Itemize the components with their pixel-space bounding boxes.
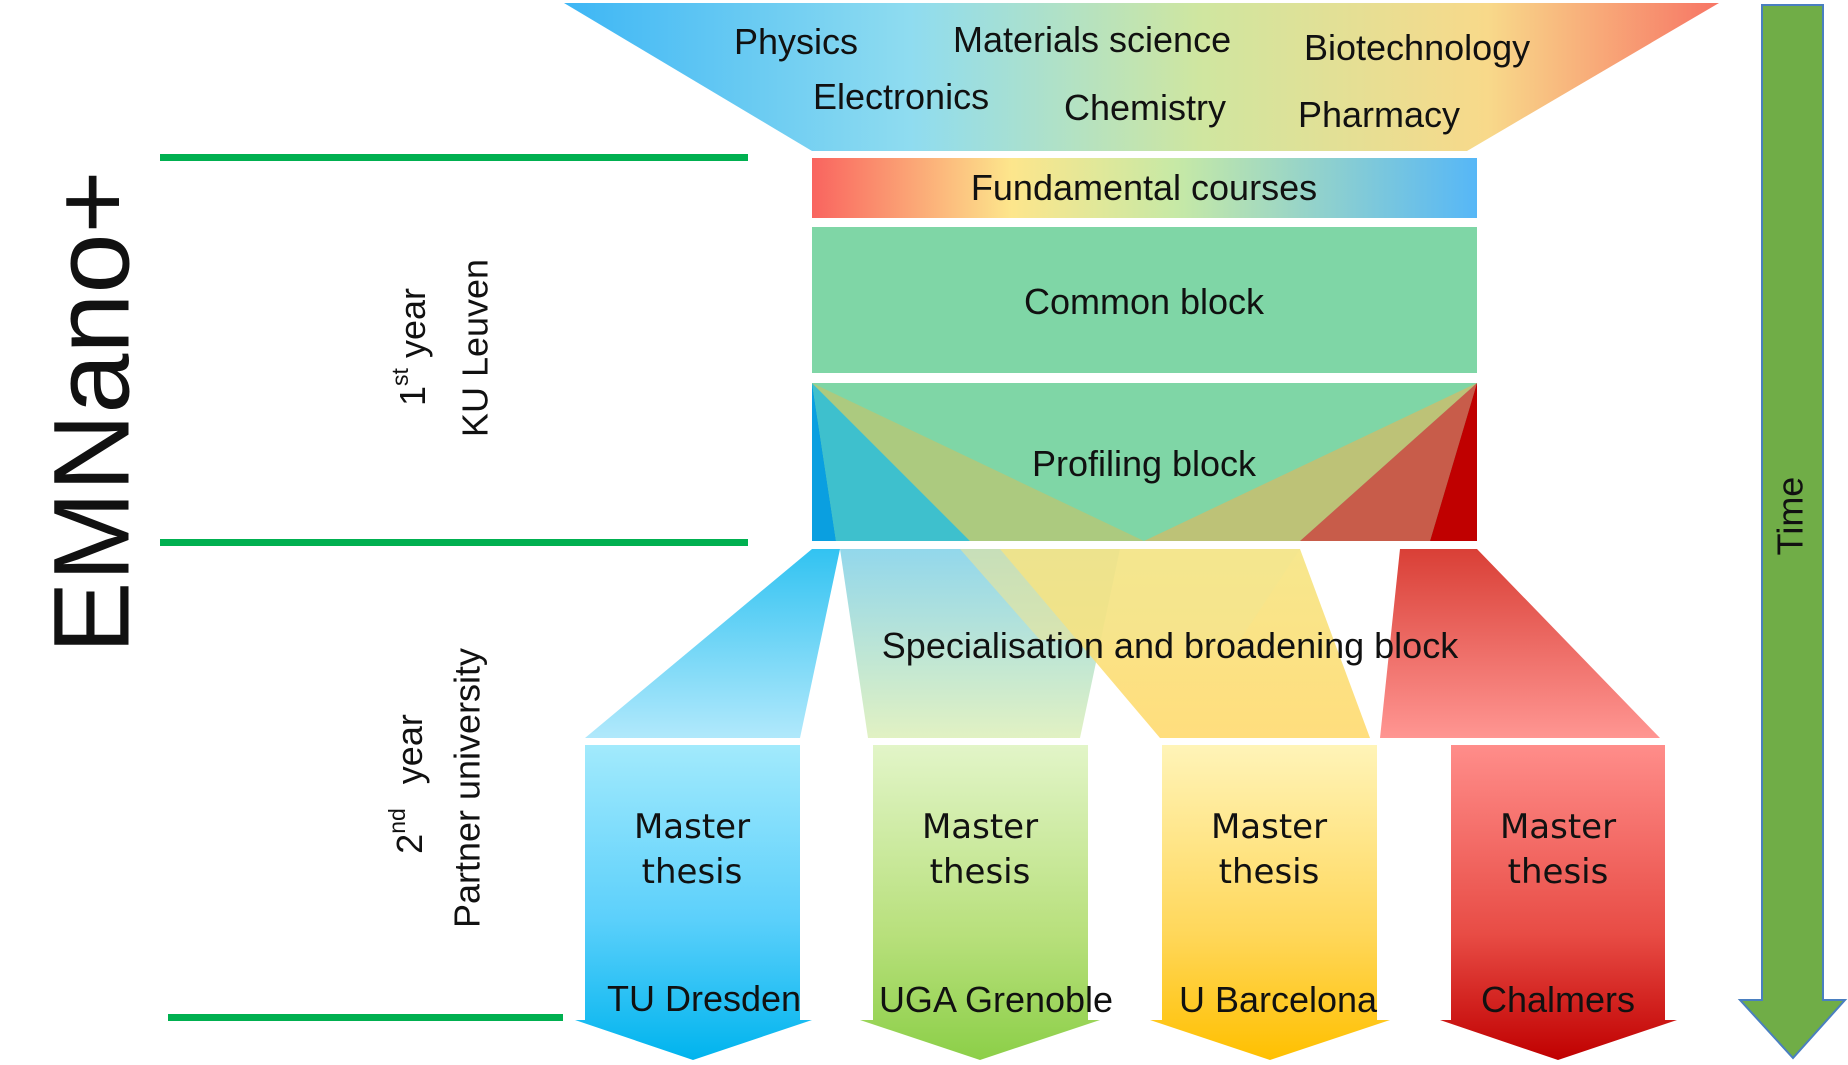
thesis-arrow-tu-dresden: Master thesis — [575, 745, 812, 1060]
discipline-pharmacy: Pharmacy — [1298, 94, 1460, 135]
year1-ordinal: 1 — [392, 386, 433, 406]
time-arrow — [1737, 4, 1848, 1060]
common-block — [812, 227, 1477, 373]
common-block-label: Common block — [1024, 281, 1265, 322]
profiling-olive-band — [812, 383, 1144, 541]
time-label: Time — [1770, 477, 1811, 556]
thesis-label-line2: thesis — [1219, 852, 1320, 892]
university-uga-grenoble: UGA Grenoble — [879, 979, 1113, 1020]
profiling-red-wedge — [1430, 383, 1477, 541]
thesis-label-line1: Master — [1211, 807, 1327, 847]
discipline-biotechnology: Biotechnology — [1304, 27, 1530, 68]
thesis-label-line1: Master — [1500, 807, 1616, 847]
specialisation-fan-blue — [585, 549, 840, 738]
thesis-arrow-uga-grenoble: Master thesis — [860, 745, 1100, 1060]
thesis-label-line1: Master — [922, 807, 1038, 847]
specialisation-fan-center — [960, 549, 1300, 640]
discipline-chemistry: Chemistry — [1064, 87, 1226, 128]
specialisation-block-label: Specialisation and broadening block — [882, 625, 1459, 666]
year1-word: year — [392, 288, 433, 358]
university-chalmers: Chalmers — [1481, 979, 1635, 1020]
thesis-label-line2: thesis — [930, 852, 1031, 892]
university-tu-dresden: TU Dresden — [607, 978, 801, 1019]
programme-title: EMNano+ — [31, 170, 152, 653]
thesis-label-line2: thesis — [1508, 852, 1609, 892]
fundamental-courses-label: Fundamental courses — [971, 167, 1317, 208]
profiling-brick-band — [1300, 383, 1477, 541]
year2-word: year — [389, 714, 430, 784]
thesis-label-line2: thesis — [642, 852, 743, 892]
thesis-arrow-u-barcelona: Master thesis — [1150, 745, 1390, 1060]
year1-place: KU Leuven — [455, 259, 496, 437]
divider-line-bottom — [168, 1014, 563, 1021]
divider-line-middle — [160, 539, 748, 546]
discipline-materials-science: Materials science — [953, 19, 1231, 60]
university-u-barcelona: U Barcelona — [1179, 979, 1378, 1020]
year2-ordinal: 2 — [389, 834, 430, 854]
year1-ordinal-suffix: st — [387, 367, 413, 386]
year1-label: 1st year — [387, 288, 432, 406]
discipline-electronics: Electronics — [813, 76, 989, 117]
year2-ordinal-suffix: nd — [384, 808, 410, 834]
profiling-tan-band — [1144, 383, 1477, 541]
profiling-block-label: Profiling block — [1032, 443, 1257, 484]
thesis-arrow-chalmers: Master thesis — [1440, 745, 1677, 1060]
year2-label: 2nd year — [384, 714, 429, 854]
fundamental-courses-bar — [812, 158, 1477, 218]
disciplines-funnel — [564, 3, 1719, 151]
discipline-physics: Physics — [734, 21, 858, 62]
divider-line-top — [160, 154, 748, 161]
thesis-label-line1: Master — [634, 807, 750, 847]
year2-place: Partner university — [447, 648, 488, 928]
specialisation-fan-red — [1380, 549, 1660, 738]
